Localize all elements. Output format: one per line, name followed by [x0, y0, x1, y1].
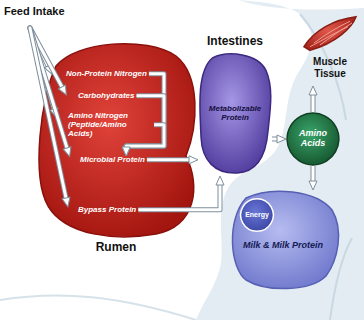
node-outline	[304, 17, 356, 51]
energy-badge: Energy	[240, 198, 274, 232]
node-label: Muscle Tissue	[300, 56, 360, 79]
amino-acid-circle: Amino Acids	[286, 112, 340, 166]
flow-arrow-outline	[311, 166, 316, 181]
muscle-striation	[314, 21, 350, 43]
cow-outline	[0, 295, 196, 320]
node-label: Rumen	[36, 240, 196, 254]
node-label: Bypass Protein	[76, 204, 138, 216]
node-label: Microbial Protein	[78, 154, 147, 166]
node-shape	[300, 14, 360, 54]
node-label: Amino Acids	[291, 129, 335, 149]
intestines-organ: IntestinesMetabolizable Protein	[198, 34, 272, 176]
node-shape	[198, 52, 272, 174]
muscle-striation	[320, 23, 352, 45]
flow-arrow-line	[312, 95, 315, 112]
node-outline	[241, 199, 274, 232]
node-outline	[39, 44, 195, 237]
flow-arrow	[147, 159, 189, 160]
feed-label: Feed Intake	[3, 5, 66, 18]
node-label: Milk & Milk Protein	[226, 240, 340, 250]
node-label: Amino Nitrogen (Peptide/Amino Acids)	[66, 110, 154, 140]
flow-arrow-line	[272, 138, 277, 141]
milk-output: Milk & Milk Protein Energy	[226, 190, 340, 290]
node-label: Intestines	[198, 34, 272, 48]
flow-arrow-line	[312, 166, 315, 181]
node-label: Non-Protein Nitrogen	[64, 68, 149, 80]
muscle-tissue: Muscle Tissue	[300, 14, 360, 86]
node-outline	[232, 191, 338, 288]
rumen-input: Non-Protein Nitrogen	[64, 68, 149, 80]
label-holder: Feed Intake	[3, 5, 66, 18]
flow-arrow	[313, 166, 314, 181]
flow-arrow-outline	[272, 137, 277, 142]
flow-arrow	[272, 139, 277, 140]
rumen-bypass: Bypass Protein	[76, 204, 138, 216]
rumen-input: Carbohydrates	[76, 90, 136, 102]
flow-arrow-line	[147, 158, 189, 161]
node-outline	[287, 113, 339, 165]
node-label: Energy	[245, 211, 269, 219]
flow-arrow-outline	[147, 157, 189, 162]
rumen-region: Rumen Non-Protein NitrogenCarbohydratesAm…	[36, 36, 196, 262]
flow-arrow-outline	[311, 95, 316, 112]
rumen-product: Microbial Protein	[78, 154, 147, 166]
node-body: Metabolizable Protein	[198, 50, 272, 176]
node-label: Carbohydrates	[76, 90, 136, 102]
cow-body	[196, 0, 364, 320]
flow-arrow	[313, 95, 314, 112]
rumen-input: Amino Nitrogen (Peptide/Amino Acids)	[66, 110, 154, 140]
